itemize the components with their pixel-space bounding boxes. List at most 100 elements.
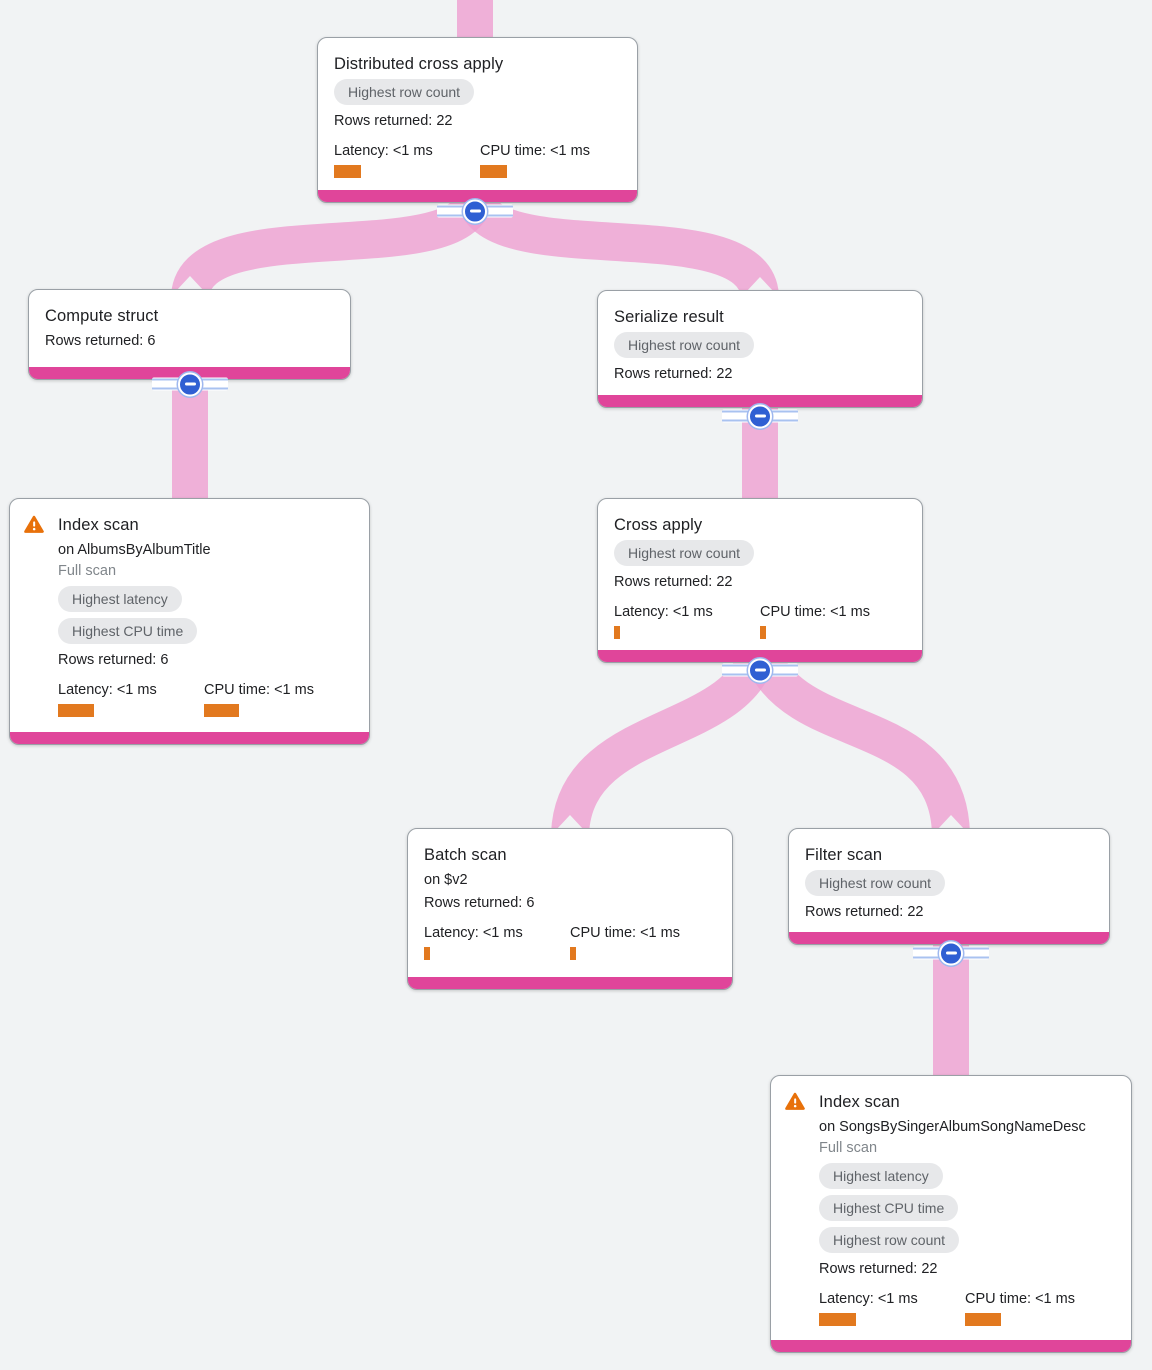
node-title: Index scan [58, 516, 139, 534]
edge-notch [176, 276, 204, 291]
latency-label: Latency: <1 ms [334, 143, 433, 159]
cpu-bar [965, 1313, 1001, 1326]
highlight-badge: Highest row count [614, 332, 755, 358]
cpu-bar [204, 704, 239, 717]
latency-metric: Latency: <1 ms [424, 923, 570, 960]
node-target: on SongsBySingerAlbumSongNameDesc [819, 1119, 1086, 1135]
collapse-minus-icon [463, 199, 487, 223]
node-scan-type: Full scan [819, 1140, 878, 1156]
collapse-button-serialize-result[interactable] [722, 404, 798, 428]
cpu-label: CPU time: <1 ms [965, 1291, 1075, 1307]
node-body: Index scan on SongsBySingerAlbumSongNameD… [771, 1076, 1131, 1326]
cpu-label: CPU time: <1 ms [480, 143, 590, 159]
edge-distributed-cross-apply-to-compute-struct [171, 194, 489, 300]
rows-returned: Rows returned: 22 [614, 366, 733, 382]
rows-returned: Rows returned: 6 [45, 333, 156, 349]
rows-returned: Rows returned: 6 [424, 895, 535, 911]
node-footer-bar [10, 732, 369, 744]
node-title: Compute struct [45, 307, 159, 325]
minus-glyph [754, 414, 766, 418]
rows-returned: Rows returned: 6 [58, 652, 169, 668]
highlight-badge: Highest latency [58, 586, 182, 612]
collapse-minus-icon [748, 658, 772, 682]
node-target: on $v2 [424, 872, 468, 888]
cpu-metric: CPU time: <1 ms [570, 923, 716, 960]
warning-icon [24, 515, 44, 534]
latency-bar [614, 626, 620, 639]
collapse-button-compute-struct[interactable] [152, 372, 228, 396]
node-footer-bar [408, 977, 732, 989]
node-title: Distributed cross apply [334, 55, 504, 73]
metrics-row: Latency: <1 ms CPU time: <1 ms [334, 141, 621, 178]
latency-label: Latency: <1 ms [819, 1291, 918, 1307]
latency-metric: Latency: <1 ms [58, 680, 204, 717]
cpu-metric: CPU time: <1 ms [760, 602, 906, 639]
edge-notch [746, 277, 774, 292]
latency-metric: Latency: <1 ms [819, 1289, 965, 1326]
plan-node-index-scan-songs[interactable]: Index scan on SongsBySingerAlbumSongNameD… [770, 1075, 1132, 1353]
latency-label: Latency: <1 ms [58, 682, 157, 698]
rows-returned: Rows returned: 22 [614, 574, 733, 590]
cpu-label: CPU time: <1 ms [760, 604, 870, 620]
edge-cross-apply-to-batch-scan [551, 655, 772, 836]
rows-returned: Rows returned: 22 [334, 113, 453, 129]
cpu-metric: CPU time: <1 ms [965, 1289, 1111, 1326]
node-title: Cross apply [614, 516, 703, 534]
node-title: Index scan [819, 1093, 900, 1111]
latency-metric: Latency: <1 ms [334, 141, 480, 178]
node-footer-bar [318, 190, 637, 202]
minus-glyph [184, 382, 196, 386]
edge-cross-apply-to-filter-scan [749, 654, 970, 836]
edge-notch [937, 815, 965, 830]
node-title: Filter scan [805, 846, 883, 864]
edge-distributed-cross-apply-to-serialize-result [461, 194, 779, 300]
node-footer-bar [598, 650, 922, 662]
highlight-badge: Highest latency [819, 1163, 943, 1189]
latency-bar [819, 1313, 856, 1326]
cpu-bar [760, 626, 766, 639]
highlight-badge: Highest row count [819, 1227, 960, 1253]
latency-bar [58, 704, 94, 717]
collapse-minus-icon [178, 372, 202, 396]
warning-icon [785, 1092, 805, 1111]
latency-bar [334, 165, 361, 178]
cpu-metric: CPU time: <1 ms [204, 680, 350, 717]
warning-icon [785, 1092, 805, 1110]
node-footer-bar [789, 932, 1109, 944]
latency-label: Latency: <1 ms [614, 604, 713, 620]
collapse-button-filter-scan[interactable] [913, 941, 989, 965]
cpu-bar [480, 165, 507, 178]
edge-notch [556, 815, 584, 830]
metrics-row: Latency: <1 ms CPU time: <1 ms [614, 602, 906, 639]
highlight-badge: Highest CPU time [819, 1195, 959, 1221]
highlight-badge: Highest row count [805, 870, 946, 896]
collapse-button-distributed-cross-apply[interactable] [437, 199, 513, 223]
collapse-minus-icon [939, 941, 963, 965]
minus-glyph [945, 951, 957, 955]
node-target: on AlbumsByAlbumTitle [58, 542, 211, 558]
collapse-minus-icon [748, 404, 772, 428]
warning-icon [24, 515, 44, 533]
latency-metric: Latency: <1 ms [614, 602, 760, 639]
collapse-button-cross-apply[interactable] [722, 658, 798, 682]
latency-bar [424, 947, 430, 960]
cpu-metric: CPU time: <1 ms [480, 141, 626, 178]
cpu-label: CPU time: <1 ms [570, 925, 680, 941]
minus-glyph [469, 209, 481, 213]
node-footer-bar [771, 1340, 1131, 1352]
